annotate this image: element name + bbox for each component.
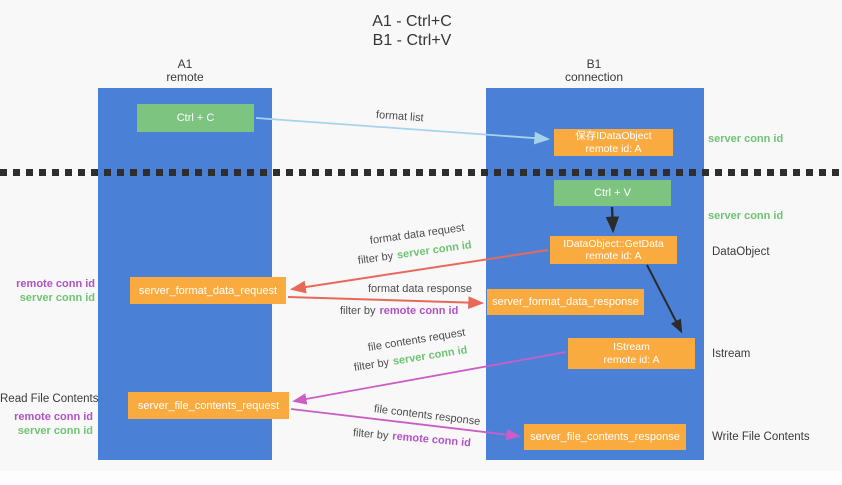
node-save-idataobject: 保存IDataObject remote id: A bbox=[554, 129, 673, 156]
label-read-file-contents: Read File Contents bbox=[0, 393, 99, 405]
title-line-a1: A1 - Ctrl+C bbox=[372, 13, 452, 30]
network-boundary-divider bbox=[0, 169, 842, 176]
label-format-list: format list bbox=[375, 109, 424, 125]
lane-b1-name: B1 bbox=[586, 57, 602, 71]
label-filter-by-remote-conn-id-1: filter by remote conn id bbox=[340, 305, 458, 317]
server-conn-id-text: server conn id bbox=[396, 239, 473, 262]
lane-a1-name: A1 bbox=[177, 57, 193, 71]
remote-conn-id-text: remote conn id bbox=[16, 278, 95, 290]
remote-conn-id-text: remote conn id bbox=[391, 430, 472, 450]
diagram-title: A1 - Ctrl+C B1 - Ctrl+V bbox=[0, 12, 824, 50]
server-conn-id-text: server conn id bbox=[17, 425, 93, 437]
arrow-format-data-response bbox=[287, 296, 485, 309]
lane-header-a1: A1 remote bbox=[135, 58, 235, 84]
node-istream: IStream remote id: A bbox=[568, 338, 695, 369]
server-conn-id-text: server conn id bbox=[19, 292, 95, 304]
node-save-idataobject-title: 保存IDataObject bbox=[575, 130, 652, 142]
lane-b1-role: connection bbox=[564, 70, 624, 84]
remote-conn-id-text: remote conn id bbox=[14, 411, 93, 423]
filter-by-text: filter by bbox=[340, 305, 376, 317]
label-dataobject: DataObject bbox=[712, 246, 770, 258]
label-right-server-conn-id-2: server conn id bbox=[708, 210, 784, 222]
filter-by-text: filter by bbox=[357, 250, 394, 267]
label-istream: Istream bbox=[712, 348, 751, 360]
label-file-contents-response: file contents response bbox=[373, 403, 481, 428]
node-istream-remote-id: remote id: A bbox=[603, 353, 660, 366]
label-right-server-conn-id-1: server conn id bbox=[708, 133, 784, 145]
label-write-file-contents: Write File Contents bbox=[712, 431, 810, 443]
remote-conn-id-text: remote conn id bbox=[379, 305, 459, 317]
node-idataobject-getdata: IDataObject::GetData remote id: A bbox=[550, 236, 677, 264]
node-ctrl-v: Ctrl + V bbox=[554, 180, 671, 206]
label-left-conn-ids-1: remote conn id server conn id bbox=[0, 277, 95, 305]
node-ctrl-c: Ctrl + C bbox=[137, 104, 254, 132]
lane-a1-role: remote bbox=[166, 70, 204, 84]
node-server-format-data-response: server_format_data_response bbox=[487, 289, 644, 315]
node-server-file-contents-request: server_file_contents_request bbox=[128, 392, 289, 419]
node-istream-title: IStream bbox=[613, 341, 650, 353]
filter-by-text: filter by bbox=[353, 356, 390, 374]
label-left-conn-ids-2: remote conn id server conn id bbox=[0, 410, 93, 438]
node-getdata-remote-id: remote id: A bbox=[585, 250, 642, 262]
label-filter-by-remote-conn-id-2: filter by remote conn id bbox=[352, 427, 471, 449]
title-line-b1: B1 - Ctrl+V bbox=[372, 32, 452, 49]
filter-by-text: filter by bbox=[352, 427, 389, 443]
node-getdata-title: IDataObject::GetData bbox=[563, 237, 664, 250]
lane-header-b1: B1 connection bbox=[544, 58, 644, 84]
node-save-idataobject-remote-id: remote id: A bbox=[585, 142, 642, 155]
node-server-format-data-request: server_format_data_request bbox=[130, 277, 286, 304]
node-server-file-contents-response: server_file_contents_response bbox=[524, 424, 686, 450]
label-format-data-response: format data response bbox=[368, 283, 472, 295]
page-bottom-strip bbox=[0, 471, 842, 485]
